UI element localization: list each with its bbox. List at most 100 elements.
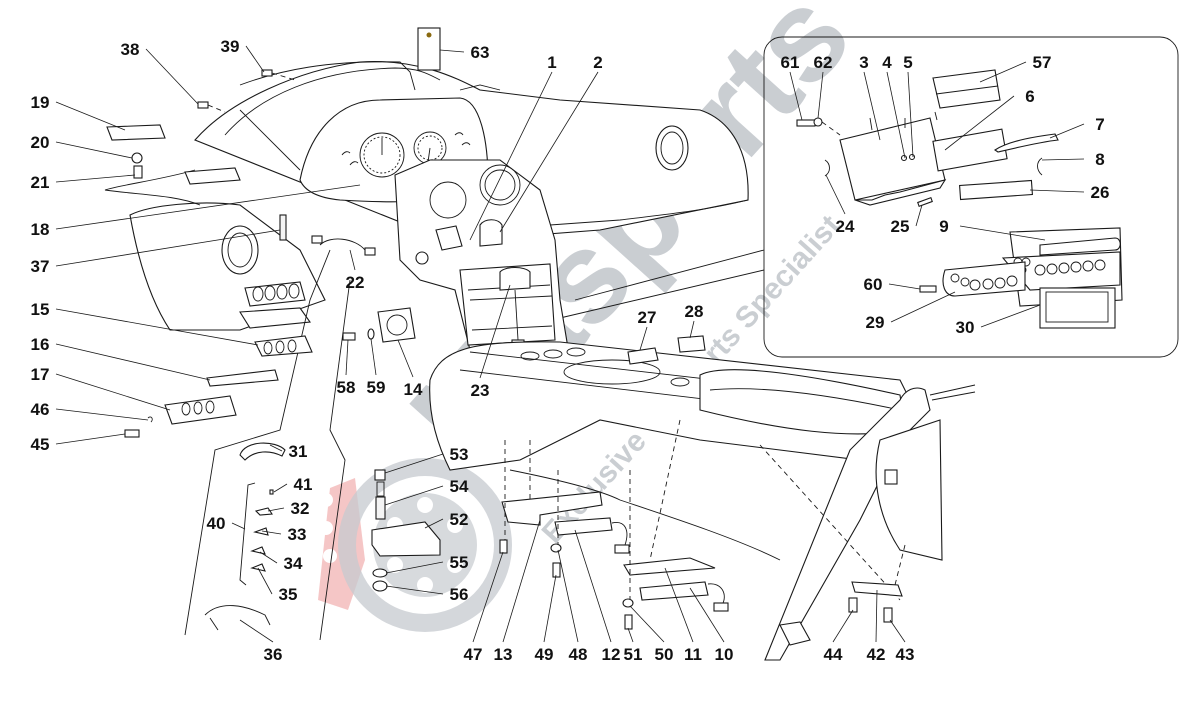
radio-cover-57 <box>932 69 1001 109</box>
vent-17 <box>164 395 237 425</box>
leader-line <box>385 561 444 574</box>
stud-37 <box>279 214 287 241</box>
bracket-42 <box>851 581 903 597</box>
detail-divider-left <box>184 249 331 636</box>
callout-label: 44 <box>824 645 843 664</box>
callout-57: 57 <box>979 53 1051 83</box>
leader-line <box>832 609 854 643</box>
leader-line <box>55 229 281 267</box>
callout-32: 32 <box>267 499 310 518</box>
callout-label: 26 <box>1091 183 1110 202</box>
leader-line <box>502 519 541 643</box>
switch-28 <box>677 335 706 353</box>
callout-label: 58 <box>337 378 356 397</box>
bolt-53 <box>374 469 386 481</box>
callout-16: 16 <box>31 335 211 381</box>
clip-46 <box>147 416 153 423</box>
label-63-emblem <box>426 32 432 38</box>
assembly-dash <box>649 419 901 601</box>
callout-29: 29 <box>866 291 956 332</box>
leader-line <box>875 589 878 643</box>
bolt-51 <box>624 614 633 630</box>
leader-line <box>789 71 803 121</box>
callout-52: 52 <box>424 510 469 529</box>
callout-58: 58 <box>337 339 356 397</box>
label-63 <box>417 27 441 71</box>
callout-label: 62 <box>814 53 833 72</box>
callout-label: 13 <box>494 645 513 664</box>
callout-48: 48 <box>557 549 587 664</box>
leader-line <box>979 61 1027 83</box>
callout-label: 15 <box>31 300 50 319</box>
switch-27 <box>627 347 659 365</box>
callout-43: 43 <box>889 619 914 664</box>
callout-label: 3 <box>859 53 868 72</box>
callout-3: 3 <box>859 53 881 141</box>
center-stack <box>394 159 571 361</box>
callout-50: 50 <box>629 605 674 664</box>
leader-line <box>55 141 133 159</box>
screw-43 <box>883 607 893 623</box>
callout-label: 11 <box>684 645 702 664</box>
screw-38 <box>197 101 209 109</box>
callout-53: 53 <box>384 445 468 474</box>
callout-label: 41 <box>294 475 313 494</box>
callout-label: 38 <box>121 40 140 59</box>
callout-19: 19 <box>31 93 126 131</box>
bezel-29 <box>942 261 1026 297</box>
leader-line <box>55 433 126 445</box>
callout-label: 23 <box>471 381 490 400</box>
callout-59: 59 <box>367 338 385 397</box>
leader-line <box>499 71 599 233</box>
leader-line <box>245 45 265 73</box>
callout-label: 9 <box>939 217 948 236</box>
callout-label: 39 <box>221 37 240 56</box>
callout-label: 31 <box>289 442 308 461</box>
washer-48 <box>550 543 562 553</box>
callout-label: 50 <box>655 645 674 664</box>
callout-label: 52 <box>450 510 469 529</box>
screw-dash <box>207 72 296 113</box>
leader-line <box>145 48 199 105</box>
leader-line <box>1029 189 1085 193</box>
callout-label: 32 <box>291 499 310 518</box>
leader-line <box>439 49 465 53</box>
callout-2: 2 <box>499 53 603 233</box>
callout-63: 63 <box>439 43 489 62</box>
leader-line <box>55 174 136 183</box>
leader-line <box>890 291 956 323</box>
callout-label: 17 <box>31 365 50 384</box>
callout-14: 14 <box>397 339 423 399</box>
leader-line <box>55 373 171 411</box>
callout-label: 6 <box>1025 87 1034 106</box>
bracket-19 <box>106 124 166 141</box>
part-25 <box>917 197 933 207</box>
leader-line <box>55 101 126 131</box>
leader-line <box>889 619 906 643</box>
leader-line <box>980 304 1041 328</box>
callout-54: 54 <box>384 477 469 506</box>
leader-line <box>479 284 511 379</box>
callout-7: 7 <box>1049 115 1105 139</box>
callout-label: 28 <box>685 302 704 321</box>
callout-62: 62 <box>814 53 833 119</box>
callout-label: 16 <box>31 335 50 354</box>
callout-label: 54 <box>450 477 469 496</box>
part-32 <box>254 507 273 516</box>
callout-label: 22 <box>346 273 365 292</box>
leader-line <box>55 343 211 381</box>
bracket-40 <box>239 482 256 586</box>
callout-61: 61 <box>781 53 803 121</box>
callout-9: 9 <box>939 217 1046 241</box>
callout-13: 13 <box>494 519 541 664</box>
callout-45: 45 <box>31 433 126 454</box>
callout-6: 6 <box>944 87 1035 151</box>
callout-49: 49 <box>535 574 557 664</box>
leader-line <box>627 627 634 643</box>
screw-45 <box>124 429 140 438</box>
callout-label: 61 <box>781 53 800 72</box>
screw-60 <box>919 285 937 293</box>
leader-line <box>55 184 361 230</box>
leader-line <box>469 71 553 241</box>
callout-label: 18 <box>31 220 50 239</box>
